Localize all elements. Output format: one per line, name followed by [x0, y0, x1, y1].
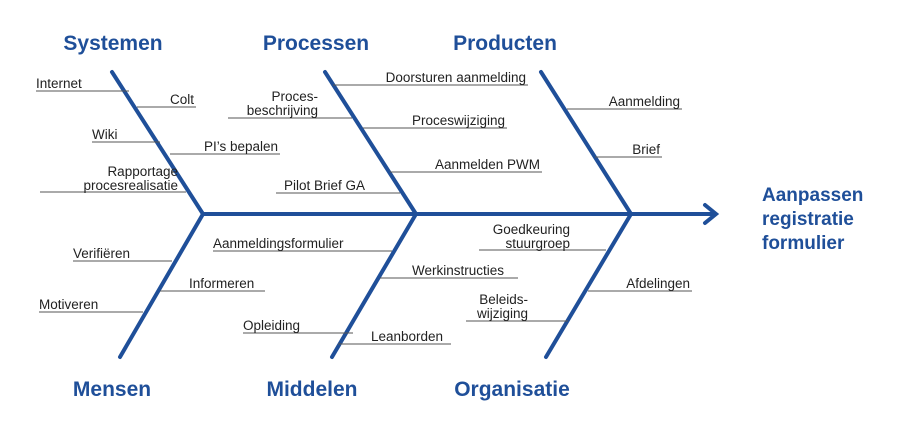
- bone-mensen: [118, 212, 205, 359]
- cause-label: wijziging: [476, 306, 528, 321]
- cause-label: Brief: [632, 142, 660, 157]
- cause-label: Aanmelden PWM: [435, 157, 540, 172]
- cause-label: Beleids-: [479, 292, 528, 307]
- category-title-middelen: Middelen: [266, 378, 357, 401]
- cause-label: PI’s bepalen: [204, 139, 278, 154]
- effect-line-1: Aanpassen: [762, 185, 863, 206]
- cause-label: Informeren: [189, 276, 254, 291]
- cause-label: Aanmelding: [609, 94, 680, 109]
- cause-label: Rapportage: [107, 164, 178, 179]
- effect-line-2: registratie: [762, 209, 854, 230]
- effect-line-3: formulier: [762, 233, 845, 254]
- cause-label: Proces-: [271, 89, 318, 104]
- cause-label: Afdelingen: [626, 276, 690, 291]
- cause-label: Wiki: [92, 127, 118, 142]
- cause-label: Motiveren: [39, 297, 98, 312]
- cause-label: Werkinstructies: [412, 263, 504, 278]
- cause-label: stuurgroep: [505, 236, 570, 251]
- cause-label: Colt: [170, 92, 194, 107]
- cause-label: Verifiëren: [73, 246, 130, 261]
- category-title-producten: Producten: [453, 32, 557, 55]
- cause-label: procesrealisatie: [83, 178, 178, 193]
- category-title-systemen: Systemen: [63, 32, 162, 55]
- category-title-organisatie: Organisatie: [454, 378, 570, 401]
- category-title-mensen: Mensen: [73, 378, 151, 401]
- bone-systemen: [110, 70, 205, 216]
- cause-label: Leanborden: [371, 329, 443, 344]
- bone-organisatie: [544, 212, 633, 359]
- cause-label: beschrijving: [247, 103, 318, 118]
- cause-label: Opleiding: [243, 318, 300, 333]
- cause-label: Aanmeldingsformulier: [213, 236, 344, 251]
- bone-producten: [539, 70, 633, 216]
- cause-label: Goedkeuring: [493, 222, 570, 237]
- cause-label: Internet: [36, 76, 82, 91]
- category-title-processen: Processen: [263, 32, 369, 55]
- cause-label: Doorsturen aanmelding: [386, 70, 526, 85]
- bone-processen: [323, 70, 418, 216]
- cause-label: Proceswijziging: [412, 113, 505, 128]
- spine-arrowhead: [703, 203, 720, 225]
- cause-label: Pilot Brief GA: [284, 178, 365, 193]
